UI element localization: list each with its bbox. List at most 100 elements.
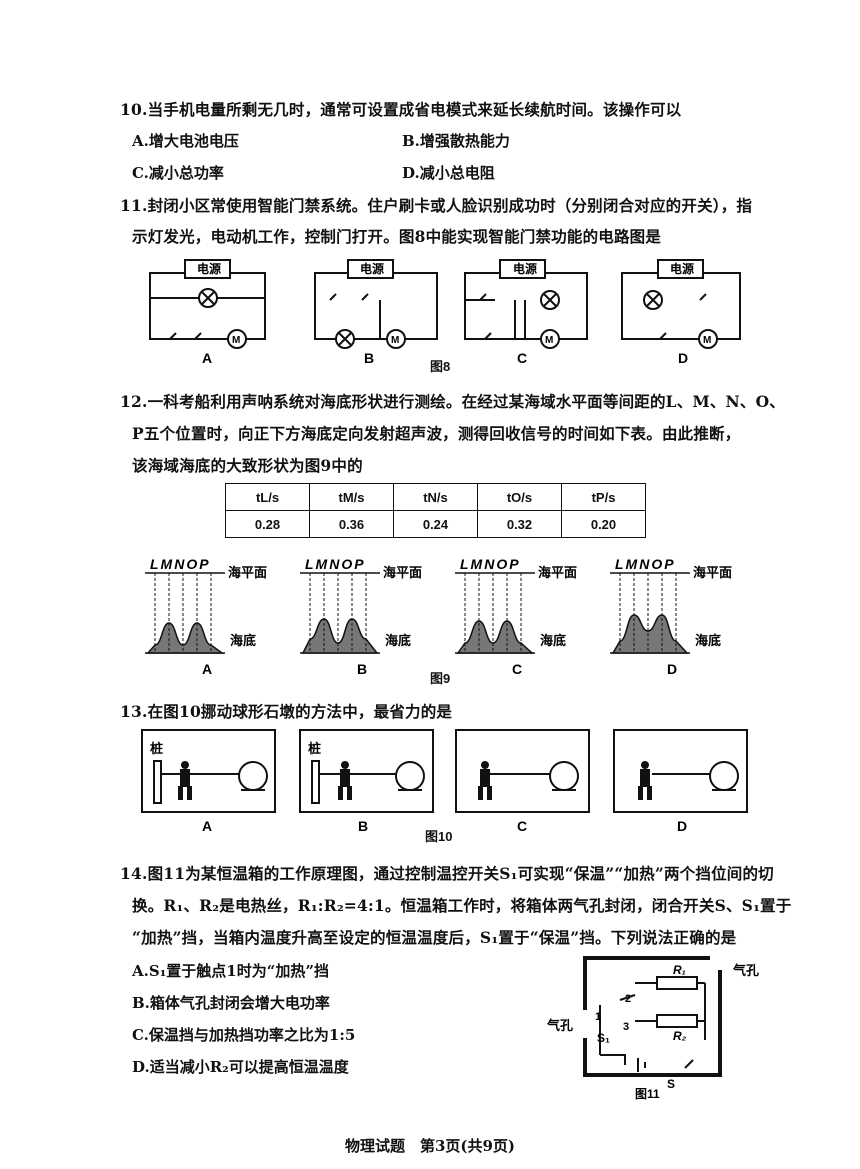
table-cell-m: 0.36 [309, 510, 394, 538]
panel-b-post-label: 桩 [308, 741, 321, 756]
q14-stem-line3: “加热”挡，当箱内温度升高至设定的恒温温度后，S₁置于“保温”挡。下列说法正确的… [132, 928, 737, 947]
figure-10: 桩 A 桩 B C D [141, 729, 748, 834]
contact-1-label: 1 [595, 1011, 601, 1023]
table-header-n: tN/s [393, 483, 478, 511]
seabed-label: 海底 [540, 633, 566, 648]
positions-label: LMNOP [460, 556, 521, 572]
table-row: 0.28 0.36 0.24 0.32 0.20 [225, 510, 646, 538]
q10-option-b: B.增强散热能力 [402, 132, 510, 150]
page-footer: 物理试题 第3页(共9页) [344, 1137, 516, 1155]
vent-label-left: 气孔 [547, 1018, 573, 1033]
circuit-a [149, 259, 266, 349]
q12-stem-line3: 该海域海底的大致形状为图9中的 [132, 456, 363, 475]
circuit-a-power-label: 电源 [197, 261, 221, 276]
sea-surface-label: 海平面 [693, 565, 732, 580]
person-c-icon [478, 761, 492, 800]
seabed-panel-label: B [357, 661, 367, 677]
q12-stem-line2: P五个位置时，向正下方海底定向发射超声波，测得回收信号的时间如下表。由此推断， [132, 424, 741, 443]
time-table: tL/s tM/s tN/s tO/s tP/s 0.28 0.36 0.24 … [225, 483, 646, 538]
table-cell-l: 0.28 [225, 510, 310, 538]
table-header-m: tM/s [309, 483, 394, 511]
table-header-o: tO/s [477, 483, 562, 511]
figure-11-caption: 图11 [635, 1087, 660, 1100]
circuit-c-label: C [517, 350, 527, 366]
seabed-panel-label: D [667, 661, 677, 677]
circuit-b [314, 259, 438, 349]
circuit-d-power-label: 电源 [670, 261, 694, 276]
q14-option-d: D.适当减小R₂可以提高恒温温度 [132, 1058, 349, 1076]
table-cell-o: 0.32 [477, 510, 562, 538]
circuit-b-label: B [364, 350, 374, 366]
figure-9-caption: 图9 [430, 671, 451, 686]
seabed-shape [301, 618, 379, 654]
panel-c [455, 729, 590, 813]
seabed-label: 海底 [230, 633, 256, 648]
positions-label: LMNOP [305, 556, 366, 572]
table-cell-p: 0.20 [561, 510, 646, 538]
panel-b [299, 729, 434, 813]
circuit-c-power-label: 电源 [513, 261, 537, 276]
figure-9: LMNOP 海平面海底 A LMNOP 海平面海底 B LMNOP 海平面海底 C LMNOP 海平… [130, 555, 750, 680]
table-cell-n: 0.24 [393, 510, 478, 538]
q14-option-b: B.箱体气孔封闭会增大电功率 [132, 994, 330, 1012]
figure-8-caption: 图8 [430, 359, 451, 374]
positions-label: LMNOP [150, 556, 211, 572]
q13-stem: 13.在图10挪动球形石墩的方法中，最省力的是 [120, 702, 453, 721]
figure-11: 气孔 气孔 R₁ R₂ S₁ S 1 2 3 图11 [547, 956, 759, 1100]
oven-box [583, 956, 722, 1077]
circuit-a-label: A [202, 350, 212, 366]
circuit-b-motor-label: M [391, 335, 399, 346]
panel-d [613, 729, 748, 813]
table-header-l: tL/s [225, 483, 310, 511]
sea-surface-label: 海平面 [228, 565, 267, 580]
panel-c-label: C [517, 818, 527, 834]
q11-stem-line1: 11.封闭小区常使用智能门禁系统。住户刷卡或人脸识别成功时（分别闭合对应的开关）… [120, 196, 753, 215]
q14-option-c: C.保温挡与加热挡功率之比为1:5 [132, 1026, 356, 1044]
seabed-label: 海底 [385, 633, 411, 648]
table-header-p: tP/s [561, 483, 646, 511]
panel-a-label: A [202, 818, 212, 834]
panel-d-label: D [677, 818, 687, 834]
seabed-panel-label: A [202, 661, 212, 677]
positions-label: LMNOP [615, 556, 676, 572]
circuit-d-label: D [678, 350, 688, 366]
q11-stem-line2: 示灯发光，电动机工作，控制门打开。图8中能实现智能门禁功能的电路图是 [132, 227, 662, 246]
figure-10-caption: 图10 [425, 829, 453, 844]
panel-a [141, 729, 276, 813]
s1-label: S₁ [597, 1031, 610, 1045]
circuit-a-motor-label: M [232, 335, 240, 346]
q10-stem: 10.当手机电量所剩无几时，通常可设置成省电模式来延长续航时间。该操作可以 [120, 100, 682, 119]
q10-option-d: D.减小总电阻 [402, 164, 495, 182]
r2-label: R₂ [673, 1029, 687, 1043]
table-row: tL/s tM/s tN/s tO/s tP/s [225, 483, 646, 511]
seabed-label: 海底 [695, 633, 721, 648]
q10-option-c: C.减小总功率 [132, 164, 224, 182]
q14-stem-line2: 换。R₁、R₂是电热丝，R₁:R₂=4:1。恒温箱工作时，将箱体两气孔封闭，闭合… [132, 896, 792, 915]
sea-surface-label: 海平面 [538, 565, 577, 580]
q10-option-a: A.增大电池电压 [132, 132, 239, 150]
person-b-icon [338, 761, 352, 800]
r1-label: R₁ [673, 963, 686, 977]
q14-stem-line1: 14.图11为某恒温箱的工作原理图，通过控制温控开关S₁可实现“保温”“加热”两… [120, 864, 774, 883]
vent-label-right: 气孔 [733, 963, 759, 978]
person-d-icon [638, 761, 652, 800]
seabed-shape [456, 620, 534, 654]
person-a-icon [178, 761, 192, 800]
contact-3-label: 3 [623, 1021, 629, 1033]
circuit-c-motor-label: M [545, 335, 553, 346]
panel-b-label: B [358, 818, 368, 834]
q12-stem-line1: 12.一科考船利用声呐系统对海底形状进行测绘。在经过某海域水平面等间距的L、M、… [120, 392, 785, 411]
q14-option-a: A.S₁置于触点1时为“加热”挡 [132, 962, 329, 980]
circuit-d-motor-label: M [703, 335, 711, 346]
circuit-c [464, 259, 588, 349]
seabed-panel-label: C [512, 661, 522, 677]
contact-2-label: 2 [625, 993, 631, 1005]
s-label: S [667, 1077, 675, 1091]
sea-surface-label: 海平面 [383, 565, 422, 580]
circuit-b-power-label: 电源 [360, 261, 384, 276]
panel-a-post-label: 桩 [150, 741, 163, 756]
